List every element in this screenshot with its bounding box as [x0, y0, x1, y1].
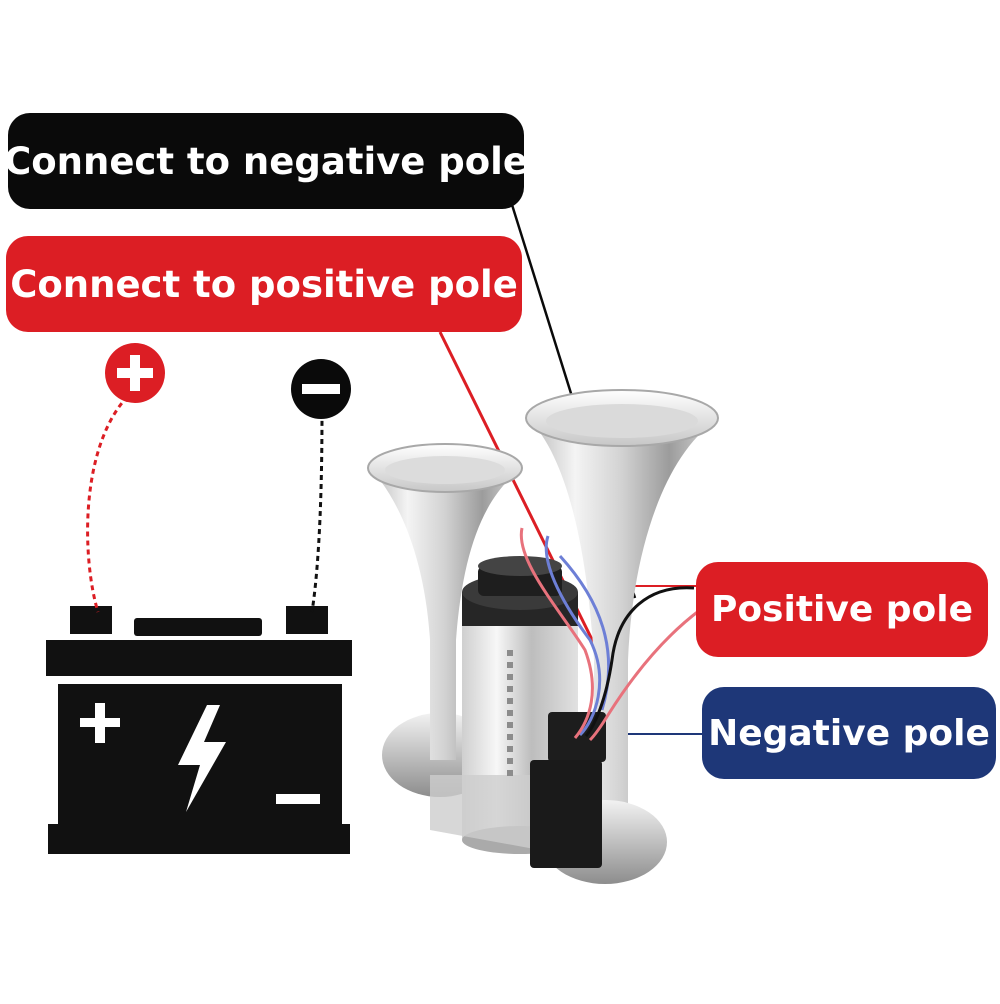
plus-circle-icon	[105, 343, 165, 403]
lightning-bolt-icon	[178, 705, 226, 812]
positive-dashed-lead	[86, 388, 136, 613]
negative-dashed-lead	[310, 411, 324, 613]
connect-negative-callout: Connect to negative pole	[4, 113, 528, 209]
air-horn-icon	[367, 389, 719, 884]
minus-circle-icon	[291, 359, 351, 419]
negative-pole-label: Negative pole	[702, 687, 996, 779]
connect-positive-callout: Connect to positive pole	[6, 236, 522, 332]
positive-pole-label: Positive pole	[696, 562, 988, 657]
positive-leader-line	[438, 331, 614, 681]
